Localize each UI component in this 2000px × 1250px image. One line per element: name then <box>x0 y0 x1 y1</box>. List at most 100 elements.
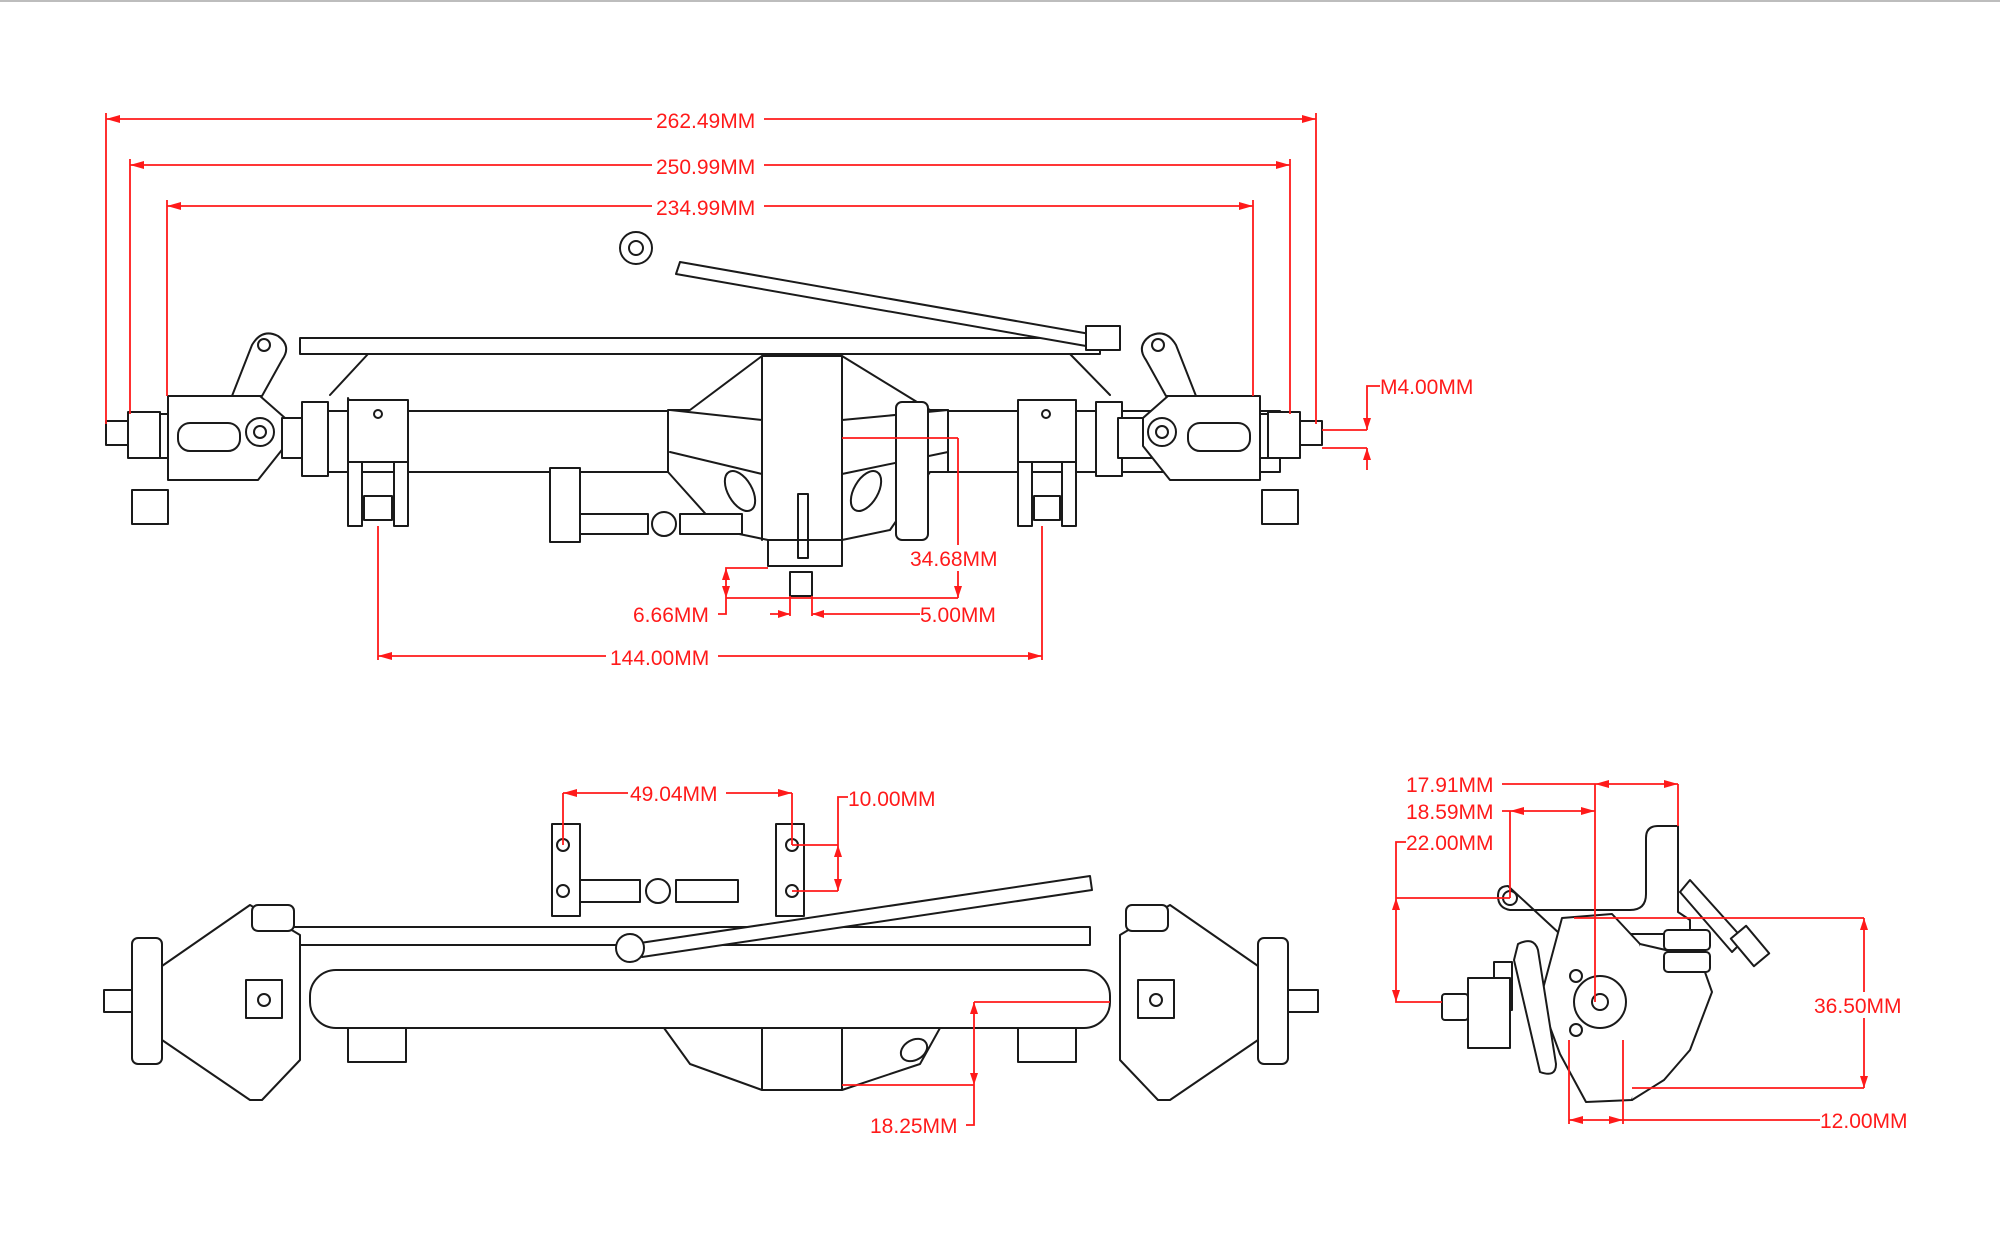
lower-link-joint <box>651 511 677 537</box>
lower-link-rod-a <box>579 513 649 535</box>
right-mount-hole <box>1041 409 1051 419</box>
label-bg <box>652 152 764 178</box>
dim-arrow <box>106 115 120 123</box>
dim-label-knuckle-width: 234.99MM <box>656 197 755 220</box>
left-link-mount <box>347 397 409 463</box>
side-drag-link-end <box>1729 924 1771 968</box>
left-tierod-end-top <box>251 904 295 932</box>
dim-label-m4: M4.00MM <box>1380 376 1473 399</box>
label-bg <box>606 643 718 669</box>
right-tierod-end-top <box>1125 904 1169 932</box>
right-hub-nut <box>1267 411 1301 459</box>
dim-arrow <box>778 789 792 797</box>
left-u-joint-pin <box>257 993 271 1007</box>
left-u-joint-top <box>245 979 283 1019</box>
dim-arrow <box>722 586 730 598</box>
left-stub-top <box>103 989 135 1013</box>
dim-arrow <box>130 161 144 169</box>
lower-link-rod-b <box>679 513 743 535</box>
left-knuckle-slot <box>177 422 241 452</box>
dim-arrow <box>1392 990 1400 1002</box>
left-mount-hole <box>373 409 383 419</box>
right-pivot-bolt <box>1155 425 1169 439</box>
left-wheel-hub-top <box>131 937 163 1065</box>
label-bg <box>652 106 764 132</box>
dim-arrow <box>1392 898 1400 910</box>
mount-plate-right <box>775 823 805 917</box>
diff-fill-plug <box>797 493 809 559</box>
left-pivot-bolt <box>253 425 267 439</box>
dim-arrow <box>812 610 824 618</box>
left-axle-stub <box>105 420 129 446</box>
dim-arrow <box>1595 780 1609 788</box>
left-c-hub-block <box>301 401 329 477</box>
side-view-drawing <box>1441 825 1771 1103</box>
dim-line-hub-height <box>1395 841 1442 1003</box>
dim-label-arm-offset-2: 18.59MM <box>1406 801 1494 824</box>
drag-link-end <box>619 231 653 265</box>
side-hub-bearing <box>1573 975 1627 1029</box>
dim-label-knuckle-height: 36.50MM <box>1814 995 1902 1018</box>
left-brake-mount <box>131 489 169 525</box>
axle-tube-top <box>309 969 1111 1029</box>
diff-vent-top <box>899 1037 929 1063</box>
tie-rod <box>299 337 1101 355</box>
side-view-dimensions: 17.91MM 18.59MM 22.00MM 36.50MM 12.00MM <box>1392 774 1916 1133</box>
dim-label-link-spacing: 144.00MM <box>610 647 709 670</box>
bottom-view-dimensions: 49.04MM 10.00MM 18.25MM <box>562 781 1110 1138</box>
top-view-drawing <box>105 231 1323 597</box>
diff-cover-top <box>663 1027 941 1091</box>
dim-arrow <box>1569 1116 1583 1124</box>
shock-mount <box>895 401 929 541</box>
upper-link-joint <box>645 878 671 904</box>
right-axle-stub <box>1299 420 1323 446</box>
right-mount-tab-a <box>1017 461 1033 527</box>
dim-leader-m4 <box>1366 385 1380 430</box>
right-knuckle-slot <box>1187 422 1251 452</box>
dim-arrow <box>778 610 790 618</box>
dim-arrow <box>1581 807 1595 815</box>
side-tierod-end-b <box>1663 951 1711 973</box>
dim-arrow <box>722 568 730 580</box>
dim-arrow <box>954 586 962 598</box>
pinion-input <box>789 571 813 597</box>
label-bg <box>1812 992 1916 1018</box>
side-tierod-end-a <box>1663 929 1711 951</box>
dim-label-input-length: 6.66MM <box>633 604 709 627</box>
drag-link-rod-end <box>1085 325 1121 351</box>
dim-line-hole-spacing <box>837 796 848 891</box>
drag-link <box>675 261 1091 347</box>
dim-arrow <box>1363 448 1371 460</box>
left-knuckle-pivot <box>245 417 275 447</box>
side-drag-link <box>1679 879 1745 953</box>
mount-plate-left <box>551 823 581 917</box>
dim-arrow <box>1860 918 1868 930</box>
lower-link-bracket <box>549 467 581 543</box>
drag-link-end-top <box>615 933 645 963</box>
top-view-dimensions: 262.49MM 250.99MM 234.99MM M4.00MM 34.68… <box>105 106 1473 670</box>
left-arm-hole <box>257 338 271 352</box>
side-hub-face <box>1467 977 1511 1049</box>
dim-arrow <box>563 789 577 797</box>
bottom-view-drawing <box>103 823 1319 1101</box>
left-steering-arm <box>231 332 288 397</box>
dim-arrow <box>970 1002 978 1014</box>
right-steering-arm <box>1140 332 1197 397</box>
dim-arrow <box>1860 1076 1868 1088</box>
dim-arrow <box>378 652 392 660</box>
right-u-joint-pin <box>1149 993 1163 1007</box>
dim-label-housing-offset: 18.25MM <box>870 1115 958 1138</box>
right-mount-bushing <box>1033 495 1061 521</box>
dim-label-arm-offset-1: 17.91MM <box>1406 774 1494 797</box>
dim-label-kingpin-width: 12.00MM <box>1820 1110 1908 1133</box>
dim-arrow <box>834 879 842 891</box>
right-brake-mount <box>1261 489 1299 525</box>
side-hub-center <box>1591 993 1609 1011</box>
left-mount-tab-b <box>393 461 409 527</box>
side-brake-caliper <box>1513 940 1557 1075</box>
mount-block-right <box>1017 1027 1077 1063</box>
dim-label-overall-width: 262.49MM <box>656 110 755 133</box>
diff-vent-right <box>849 470 883 512</box>
dim-line-housing-offset <box>966 1002 975 1126</box>
